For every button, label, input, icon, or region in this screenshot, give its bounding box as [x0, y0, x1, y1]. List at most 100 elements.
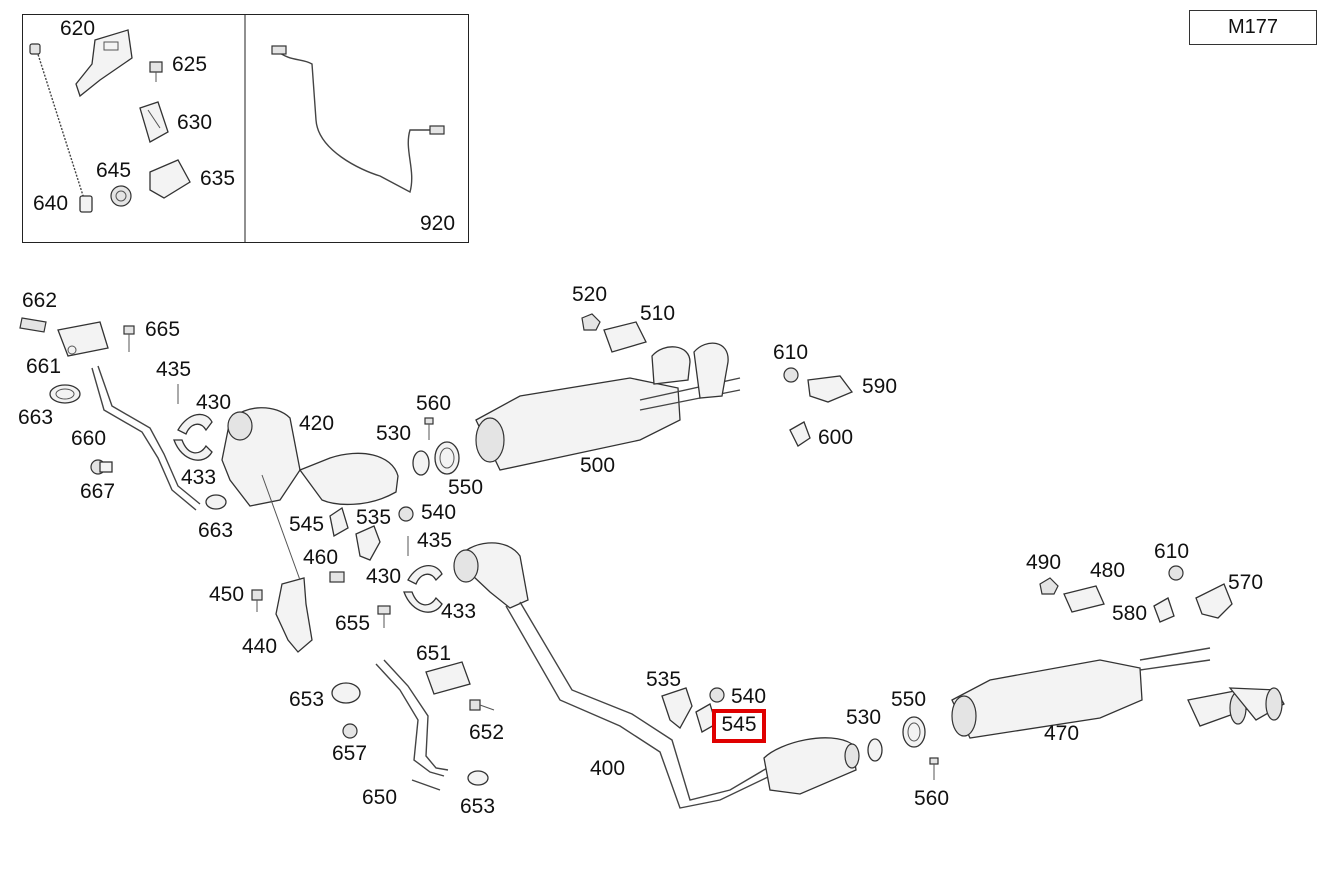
harness-920 [271, 45, 445, 194]
part-label-630[interactable]: 630 [177, 111, 213, 134]
bracket-440 [261, 474, 313, 653]
part-label-535b[interactable]: 535 [646, 668, 682, 691]
clamp-430b [407, 565, 443, 585]
part-label-652[interactable]: 652 [469, 721, 505, 744]
part-label-653b[interactable]: 653 [460, 795, 496, 818]
rear-muffler-470 [951, 647, 1285, 739]
part-label-610a[interactable]: 610 [773, 341, 809, 364]
part-label-580[interactable]: 580 [1112, 602, 1148, 625]
nut-610b [1168, 565, 1184, 581]
rubber-mount-545a [329, 506, 349, 538]
part-label-653a[interactable]: 653 [289, 688, 325, 711]
part-label-470[interactable]: 470 [1044, 722, 1080, 745]
part-label-660[interactable]: 660 [71, 427, 107, 450]
screw-460 [329, 571, 345, 583]
part-label-500[interactable]: 500 [580, 454, 616, 477]
part-label-661[interactable]: 661 [26, 355, 62, 378]
catalytic-converter-420 [221, 407, 399, 507]
part-label-545a[interactable]: 545 [289, 513, 325, 536]
center-converter [763, 737, 860, 795]
part-label-535a[interactable]: 535 [356, 506, 392, 529]
part-label-635[interactable]: 635 [200, 167, 236, 190]
part-label-662[interactable]: 662 [22, 289, 58, 312]
model-code-label: M177 [1189, 10, 1317, 45]
seal-645 [110, 185, 132, 207]
clamp-550a [434, 441, 460, 475]
inset-panel [22, 14, 469, 243]
part-label-450[interactable]: 450 [209, 583, 245, 606]
part-label-570[interactable]: 570 [1228, 571, 1264, 594]
clamp-653b [467, 770, 489, 786]
part-label-550a[interactable]: 550 [448, 476, 484, 499]
clamp-663b [205, 494, 227, 510]
part-label-663b[interactable]: 663 [198, 519, 234, 542]
part-label-920[interactable]: 920 [420, 212, 456, 235]
part-label-590[interactable]: 590 [862, 375, 898, 398]
part-label-665[interactable]: 665 [145, 318, 181, 341]
part-label-663a[interactable]: 663 [18, 406, 54, 429]
part-label-550b[interactable]: 550 [891, 688, 927, 711]
actuator-480 [1063, 585, 1105, 613]
bracket-620 [75, 29, 133, 98]
part-label-460[interactable]: 460 [303, 546, 339, 569]
part-label-610b[interactable]: 610 [1154, 540, 1190, 563]
muffler-500 [475, 342, 741, 471]
oxygen-sensor-640 [29, 43, 93, 213]
bracket-535b [661, 687, 693, 729]
part-label-430b[interactable]: 430 [366, 565, 402, 588]
screw-625 [149, 61, 163, 82]
part-label-400[interactable]: 400 [590, 757, 626, 780]
part-label-651[interactable]: 651 [416, 642, 452, 665]
part-label-667[interactable]: 667 [80, 480, 116, 503]
part-label-620[interactable]: 620 [60, 17, 96, 40]
part-label-440[interactable]: 440 [242, 635, 278, 658]
pipe-660 [91, 365, 201, 511]
part-label-530a[interactable]: 530 [376, 422, 412, 445]
part-label-435b[interactable]: 435 [417, 529, 453, 552]
pipe-650 [375, 659, 449, 791]
part-label-490[interactable]: 490 [1026, 551, 1062, 574]
clamp-663a [49, 384, 81, 404]
part-label-657[interactable]: 657 [332, 742, 368, 765]
screw-652 [469, 699, 495, 711]
bracket-630 [139, 101, 169, 143]
part-label-650[interactable]: 650 [362, 786, 398, 809]
part-label-560a[interactable]: 560 [416, 392, 452, 415]
part-label-560b[interactable]: 560 [914, 787, 950, 810]
part-label-435a[interactable]: 435 [156, 358, 192, 381]
fitting-667 [90, 459, 113, 475]
part-label-645[interactable]: 645 [96, 159, 132, 182]
part-label-480[interactable]: 480 [1090, 559, 1126, 582]
part-label-530b[interactable]: 530 [846, 706, 882, 729]
bracket-535a [355, 525, 381, 561]
nut-610a [783, 367, 799, 383]
part-label-540a[interactable]: 540 [421, 501, 457, 524]
part-label-520[interactable]: 520 [572, 283, 608, 306]
clamp-653a [331, 682, 361, 704]
screw-560a [424, 417, 434, 440]
clamp-430a [177, 413, 213, 435]
screw-560b [929, 757, 939, 780]
part-label-510[interactable]: 510 [640, 302, 676, 325]
part-label-625[interactable]: 625 [172, 53, 208, 76]
part-label-540b[interactable]: 540 [731, 685, 767, 708]
nut-540b [709, 687, 725, 703]
screw-655 [377, 605, 391, 628]
part-label-640[interactable]: 640 [33, 192, 69, 215]
pressure-sensor-661 [19, 317, 109, 357]
screw-665 [123, 325, 135, 352]
part-label-655[interactable]: 655 [335, 612, 371, 635]
part-label-433a[interactable]: 433 [181, 466, 217, 489]
part-label-600[interactable]: 600 [818, 426, 854, 449]
fitting-657 [342, 723, 358, 739]
part-label-545-highlighted[interactable]: 545 [712, 709, 766, 743]
clamp-550b [902, 716, 926, 748]
clamp-433a [173, 439, 213, 461]
pressure-sensor-651 [425, 661, 471, 695]
part-label-420[interactable]: 420 [299, 412, 335, 435]
rubber-mount-600 [789, 421, 811, 447]
part-label-433b[interactable]: 433 [441, 600, 477, 623]
bracket-570 [1195, 583, 1233, 619]
part-label-430a[interactable]: 430 [196, 391, 232, 414]
